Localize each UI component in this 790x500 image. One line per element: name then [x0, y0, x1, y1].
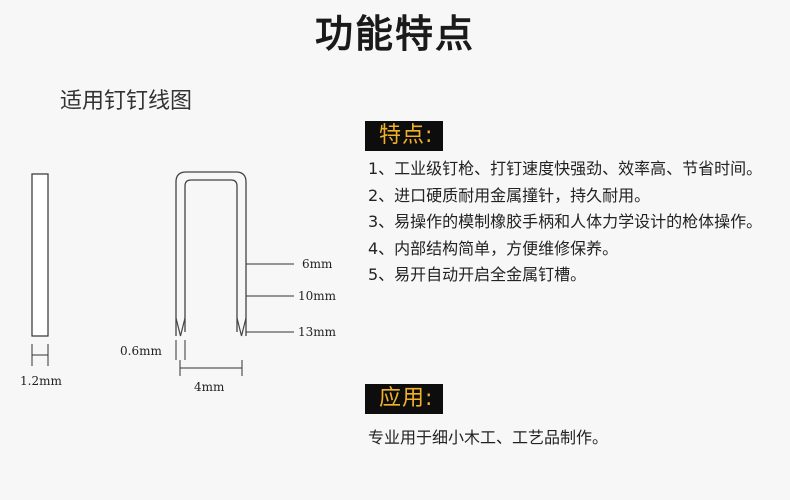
feature-item: 4、内部结构简单，方便维修保养。 [368, 238, 619, 258]
page-title: 功能特点 [314, 12, 475, 56]
staple-diagram: 1.2mm 0.6mm 4mm 6mm 10mm 13mm [10, 160, 350, 420]
feature-item: 2、进口硬质耐用金属撞针，持久耐用。 [368, 185, 651, 205]
staple-tip-right [236, 317, 247, 337]
staple-front-outer [175, 171, 247, 336]
features-list: 1、工业级钉枪、打钉速度快强劲、效率高、节省时间。 2、进口硬质耐用金属撞针，持… [368, 156, 768, 289]
staple-side-view [31, 173, 49, 337]
label-span-4: 4mm [194, 380, 225, 394]
features-heading: 特点: [365, 121, 444, 151]
feature-item: 5、易开自动开启全金属钉槽。 [368, 265, 587, 284]
label-thickness-0-6: 0.6mm [120, 344, 162, 358]
staple-drawing [31, 171, 294, 376]
label-width-1-2: 1.2mm [20, 374, 62, 388]
label-length-6: 6mm [302, 257, 333, 271]
label-length-13: 13mm [298, 325, 337, 339]
label-length-10: 10mm [298, 289, 337, 303]
staple-tip-left [175, 317, 186, 337]
usage-text: 专业用于细小木工、工艺品制作。 [368, 428, 609, 447]
usage-heading: 应用: [365, 384, 444, 414]
feature-item: 1、工业级钉枪、打钉速度快强劲、效率高、节省时间。 [368, 159, 763, 178]
feature-item: 3、易操作的模制橡胶手柄和人体力学设计的枪体操作。 [368, 212, 763, 231]
diagram-title: 适用钉钉线图 [60, 89, 193, 114]
staple-front-inner [184, 179, 238, 332]
